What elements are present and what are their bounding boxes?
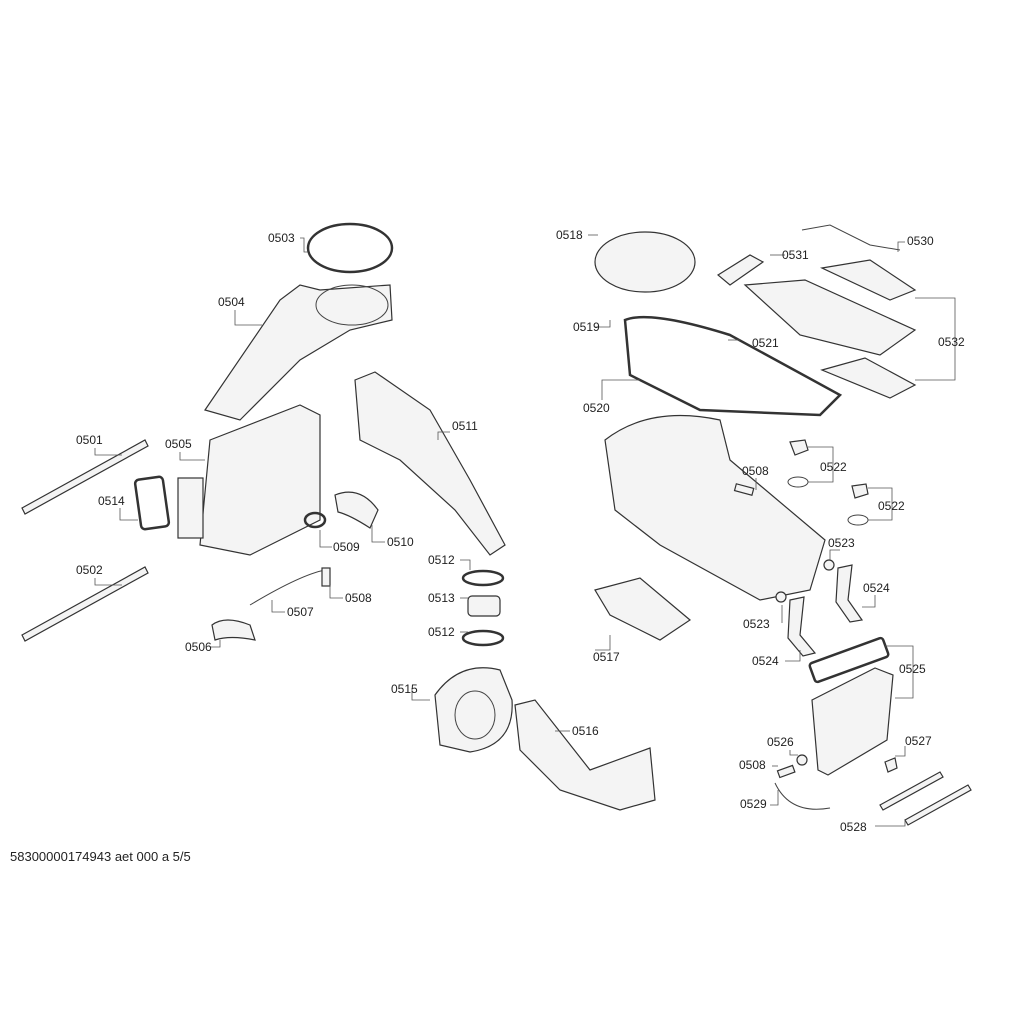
callout-0519: 0519 [573, 320, 600, 334]
part-0523-grommet-2[interactable] [775, 591, 787, 603]
callout-0506: 0506 [185, 640, 212, 654]
callout-0527: 0527 [905, 734, 932, 748]
callout-0524-lower: 0524 [752, 654, 779, 668]
callout-0524-upper: 0524 [863, 581, 890, 595]
part-0505-side-flange [177, 477, 204, 539]
part-0527-thermostat[interactable] [884, 757, 898, 773]
callout-0508-left: 0508 [345, 591, 372, 605]
part-0503-gasket-ring[interactable] [306, 222, 394, 274]
callout-0514: 0514 [98, 494, 125, 508]
document-id-footer: 58300000174943 aet 000 a 5/5 [10, 849, 191, 864]
callout-0522-lower: 0522 [878, 499, 905, 513]
part-0516-duct[interactable] [514, 699, 656, 811]
callout-0516: 0516 [572, 724, 599, 738]
part-0523-grommet-1[interactable] [823, 559, 835, 571]
part-0502-rail[interactable] [21, 566, 149, 642]
part-0508-sensor[interactable] [321, 567, 331, 587]
part-0501-rail[interactable] [21, 439, 149, 515]
part-0506-hose[interactable] [211, 619, 256, 641]
part-0526-grommet[interactable] [796, 754, 808, 766]
part-0510-bellows[interactable] [334, 491, 379, 529]
part-0508-sensor-right[interactable] [733, 483, 755, 496]
part-0525-container[interactable] [811, 667, 894, 776]
part-0531-bracket[interactable] [716, 254, 765, 286]
part-0532-filter-upper[interactable] [820, 259, 917, 301]
callout-0515: 0515 [391, 682, 418, 696]
part-0528-rail-2[interactable] [904, 784, 972, 826]
part-0507-cable[interactable] [249, 569, 326, 606]
part-0525-seal[interactable] [808, 636, 890, 684]
callout-0507: 0507 [287, 605, 314, 619]
callout-0517: 0517 [593, 650, 620, 664]
part-0521-filter-frame[interactable] [743, 279, 917, 356]
callout-0518: 0518 [556, 228, 583, 242]
callout-0512-lower: 0512 [428, 625, 455, 639]
callout-0509: 0509 [333, 540, 360, 554]
part-0522-thermostat-1[interactable] [789, 439, 809, 456]
callout-0513: 0513 [428, 591, 455, 605]
part-0522-thermostat-2[interactable] [851, 483, 869, 499]
part-0530-wire[interactable] [801, 224, 901, 251]
callout-0512-upper: 0512 [428, 553, 455, 567]
callout-0503: 0503 [268, 231, 295, 245]
callout-0531: 0531 [782, 248, 809, 262]
part-0532-filter-lower[interactable] [820, 357, 917, 399]
part-0505-heat-exchanger[interactable] [199, 404, 321, 556]
callout-0501: 0501 [76, 433, 103, 447]
callout-0508-bottom: 0508 [739, 758, 766, 772]
part-0508-sensor-bottom[interactable] [776, 764, 796, 779]
callout-0530: 0530 [907, 234, 934, 248]
leader-lines [94, 234, 956, 827]
part-0515-impeller [454, 690, 496, 740]
part-0511-duct[interactable] [354, 371, 506, 556]
part-0524-bracket-1[interactable] [835, 564, 864, 623]
callout-0529: 0529 [740, 797, 767, 811]
callout-0532: 0532 [938, 335, 965, 349]
callout-0523-lower: 0523 [743, 617, 770, 631]
callout-0522-upper: 0522 [820, 460, 847, 474]
part-0509-clamp[interactable] [303, 511, 327, 529]
part-0514-seal[interactable] [133, 475, 171, 531]
part-0524-bracket-2[interactable] [787, 596, 817, 657]
part-0515-fan-housing[interactable] [434, 667, 513, 753]
callout-0521: 0521 [752, 336, 779, 350]
part-0522-gasket-1[interactable] [787, 476, 809, 488]
callout-0505: 0505 [165, 437, 192, 451]
callout-0528: 0528 [840, 820, 867, 834]
callout-0520: 0520 [583, 401, 610, 415]
part-0519-seal[interactable] [623, 315, 843, 417]
callout-0525: 0525 [899, 662, 926, 676]
part-0522-gasket-2[interactable] [847, 514, 869, 526]
part-0504-duct-ring [315, 284, 389, 326]
part-0513-bellows[interactable] [467, 595, 501, 617]
part-0528-rail-1[interactable] [879, 771, 944, 811]
callout-0523-upper: 0523 [828, 536, 855, 550]
part-0504-air-duct[interactable] [204, 284, 393, 421]
part-0518-blower[interactable] [594, 231, 696, 293]
callout-0510: 0510 [387, 535, 414, 549]
part-0512-clamp-lower[interactable] [461, 629, 505, 647]
callout-0502: 0502 [76, 563, 103, 577]
part-0529-cable[interactable] [774, 782, 831, 810]
callout-0508-right: 0508 [742, 464, 769, 478]
part-0512-clamp-upper[interactable] [461, 569, 505, 587]
part-0517-heater[interactable] [594, 577, 691, 641]
callout-0511: 0511 [452, 419, 478, 433]
callout-0526: 0526 [767, 735, 794, 749]
callout-0504: 0504 [218, 295, 245, 309]
